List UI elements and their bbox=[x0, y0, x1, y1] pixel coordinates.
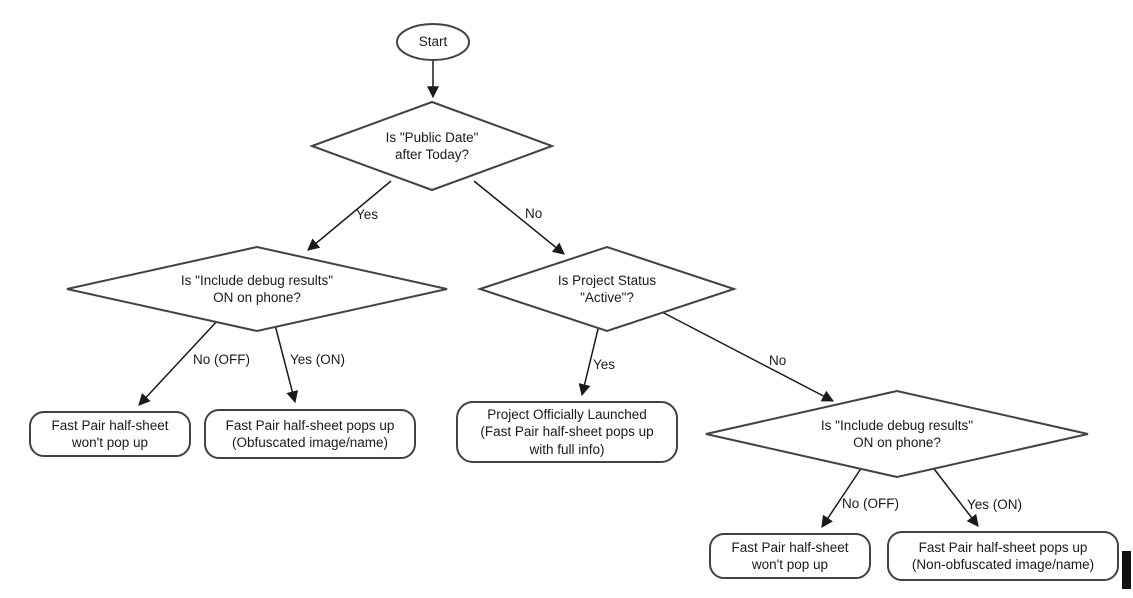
text-cursor-bar bbox=[1122, 551, 1131, 589]
decision-diamond-debug-left bbox=[66, 245, 448, 333]
arrow-public-date-yes bbox=[307, 180, 392, 251]
arrow-debug-left-yes-on bbox=[273, 320, 299, 404]
outcome-box-non-obfuscated bbox=[887, 531, 1119, 581]
arrow-debug-right-no-off bbox=[821, 460, 867, 528]
arrow-public-date-no bbox=[473, 180, 565, 255]
arrow-debug-left-no-off bbox=[138, 318, 220, 406]
outcome-box-no-popup-left bbox=[29, 411, 191, 457]
arrow-project-status-yes bbox=[578, 324, 600, 397]
decision-diamond-public-date bbox=[309, 100, 555, 192]
arrow-project-status-no bbox=[661, 311, 835, 402]
outcome-box-no-popup-right bbox=[709, 533, 871, 579]
decision-diamond-project-status bbox=[476, 245, 738, 333]
outcome-box-obfuscated bbox=[204, 409, 416, 459]
decision-diamond-debug-right bbox=[705, 389, 1089, 479]
start-ellipse bbox=[396, 23, 470, 61]
outcome-box-launched bbox=[456, 401, 678, 463]
arrow-debug-right-yes-on bbox=[927, 460, 979, 527]
